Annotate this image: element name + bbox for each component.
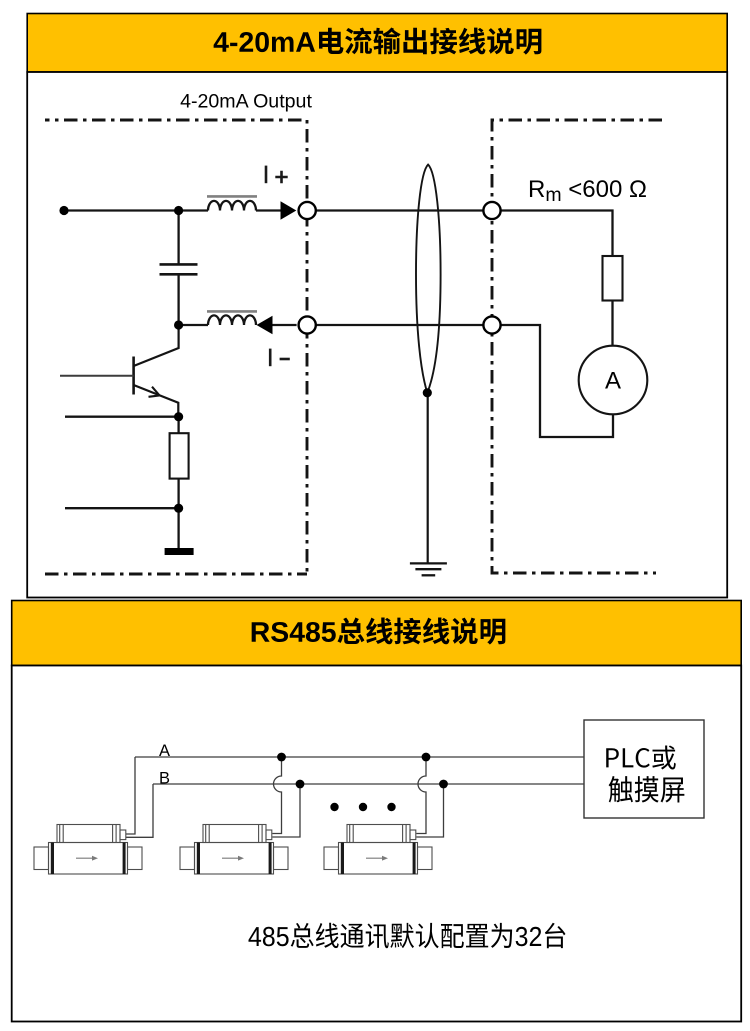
svg-text:4-20mA Output: 4-20mA Output <box>180 91 312 113</box>
svg-text:A: A <box>159 742 170 760</box>
svg-text:B: B <box>159 770 170 788</box>
svg-text:A: A <box>605 368 621 395</box>
svg-text:Rm <600 Ω: Rm <600 Ω <box>528 176 647 206</box>
